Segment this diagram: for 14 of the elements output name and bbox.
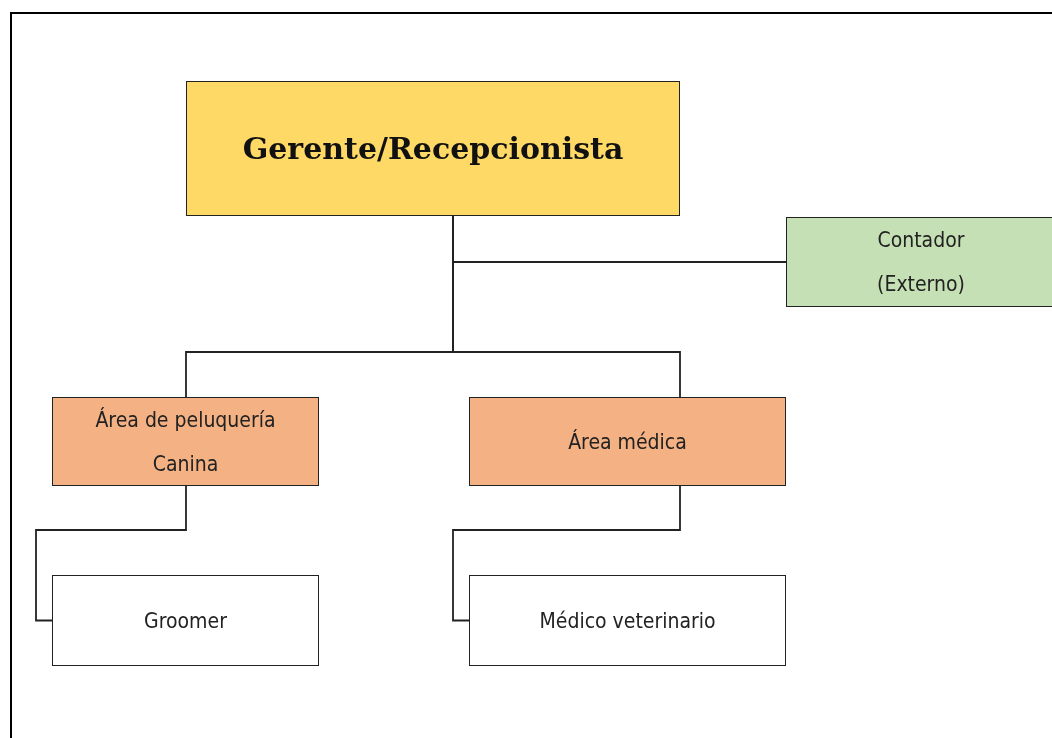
manager-box xyxy=(186,81,680,216)
node-label: Contador (Externo) xyxy=(876,227,966,298)
node-label: Médico veterinario xyxy=(539,607,716,635)
node-label: Gerente/Recepcionista xyxy=(242,130,624,167)
node-label: Groomer xyxy=(144,607,227,635)
accountant-box xyxy=(786,217,1052,307)
staff-box xyxy=(469,575,786,666)
node-label: Área de peluquería Canina xyxy=(94,406,277,478)
department-box xyxy=(52,397,319,486)
staff-box xyxy=(52,575,319,666)
node-label: Área médica xyxy=(568,428,687,456)
department-box xyxy=(469,397,786,486)
connector-line xyxy=(452,485,681,622)
connector-line xyxy=(35,485,187,622)
